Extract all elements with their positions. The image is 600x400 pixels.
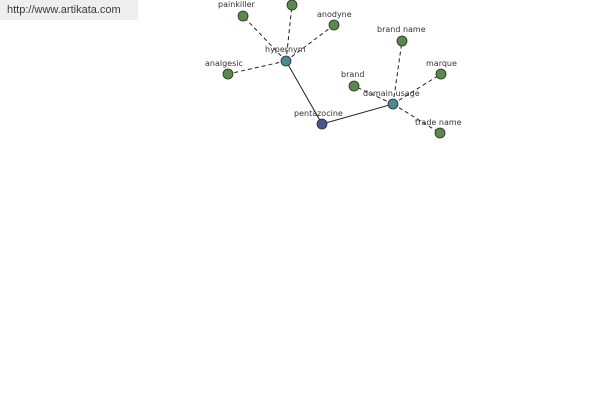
edge-domain-usage-trade-name [392,103,441,134]
node-analgesic[interactable]: analgesic [205,59,243,80]
edge-layer [227,4,442,134]
node-label-brand: brand [341,70,364,79]
edge-pentazocine-hypernym [285,60,323,125]
edge-domain-usage-marque [392,73,442,105]
node-hypernym[interactable]: hypernym [265,45,306,67]
node-domain-usage[interactable]: domain usage [363,89,420,110]
node-circle-brand[interactable] [348,80,360,92]
node-trade-name[interactable]: trade name [415,118,462,139]
node-circle-analgesic[interactable] [222,68,234,80]
node-layer: pentazocine hypernym domain usage painkille… [205,0,462,139]
node-circle-brand-name[interactable] [396,35,408,47]
node-label-analgesic: analgesic [205,59,243,68]
node-pentazocine[interactable]: pentazocine [294,109,343,130]
edge-domain-usage-brand [353,85,394,105]
node-label-trade-name: trade name [415,118,462,127]
node-circle-hypernym[interactable] [280,55,292,67]
node-label-anodyne: anodyne [317,10,352,19]
node-painkiller[interactable]: painkiller [218,0,255,22]
node-circle-marque[interactable] [435,68,447,80]
node-label-brand-name: brand name [377,25,426,34]
edge-domain-usage-brand-name [392,40,403,105]
node-circle-top-unlabeled[interactable] [286,0,298,11]
node-label-domain-usage: domain usage [363,89,420,98]
node-circle-pentazocine[interactable] [316,118,328,130]
edge-hypernym-painkiller [242,15,287,62]
site-url-label: http://www.artikata.com [0,0,138,20]
node-circle-domain-usage[interactable] [387,98,399,110]
edge-hypernym-top-unlabeled [285,4,293,62]
node-label-painkiller: painkiller [218,0,255,9]
node-label-marque: marque [426,59,457,68]
node-label-hypernym: hypernym [265,45,306,54]
node-anodyne[interactable]: anodyne [317,10,352,31]
edge-pentazocine-domain-usage [321,103,394,125]
node-brand-name[interactable]: brand name [377,25,426,47]
node-label-pentazocine: pentazocine [294,109,343,118]
edge-hypernym-analgesic [227,60,287,75]
edge-hypernym-anodyne [285,24,335,62]
node-top-unlabeled[interactable] [286,0,298,11]
node-circle-anodyne[interactable] [328,19,340,31]
node-marque[interactable]: marque [426,59,457,80]
node-circle-painkiller[interactable] [237,10,249,22]
node-brand[interactable]: brand [341,70,364,92]
node-circle-trade-name[interactable] [434,127,446,139]
